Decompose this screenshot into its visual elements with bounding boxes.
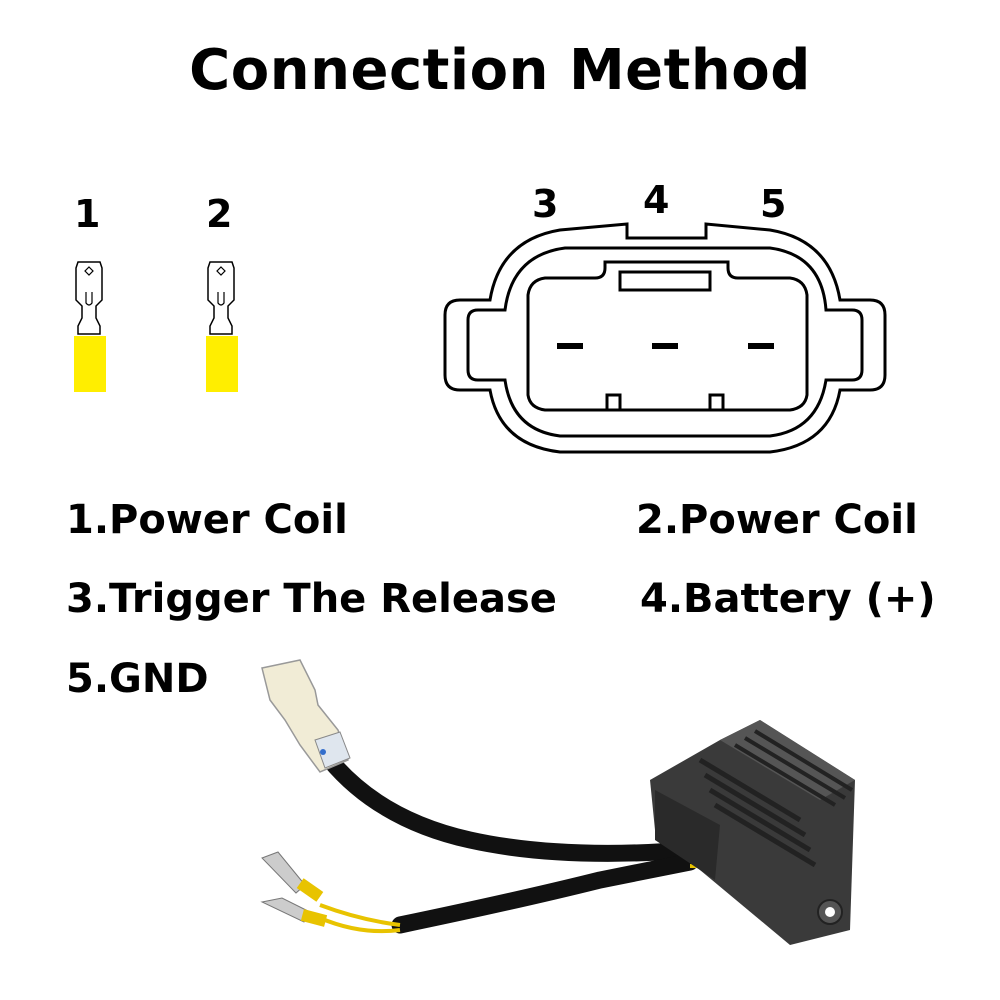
spade-terminal-2 bbox=[206, 261, 238, 392]
legend-item-2: 2.Power Coil bbox=[636, 497, 918, 543]
pin-slot-4 bbox=[652, 343, 678, 349]
spade-terminal-1 bbox=[74, 261, 106, 392]
connector-3pin bbox=[443, 222, 887, 454]
legend-item-4: 4.Battery (+) bbox=[640, 576, 936, 622]
pin-number-1: 1 bbox=[74, 192, 101, 236]
pin-number-2: 2 bbox=[206, 192, 233, 236]
page-title: Connection Method bbox=[189, 38, 811, 103]
pin-slot-3 bbox=[557, 343, 583, 349]
legend-item-1: 1.Power Coil bbox=[66, 497, 348, 543]
pin-slot-5 bbox=[748, 343, 774, 349]
legend-item-3: 3.Trigger The Release bbox=[66, 576, 557, 622]
regulator-photo bbox=[260, 659, 855, 945]
legend-item-5: 5.GND bbox=[66, 656, 209, 702]
pin-number-4: 4 bbox=[643, 178, 670, 222]
pin-number-5: 5 bbox=[760, 182, 787, 226]
pin-number-3: 3 bbox=[532, 182, 559, 226]
